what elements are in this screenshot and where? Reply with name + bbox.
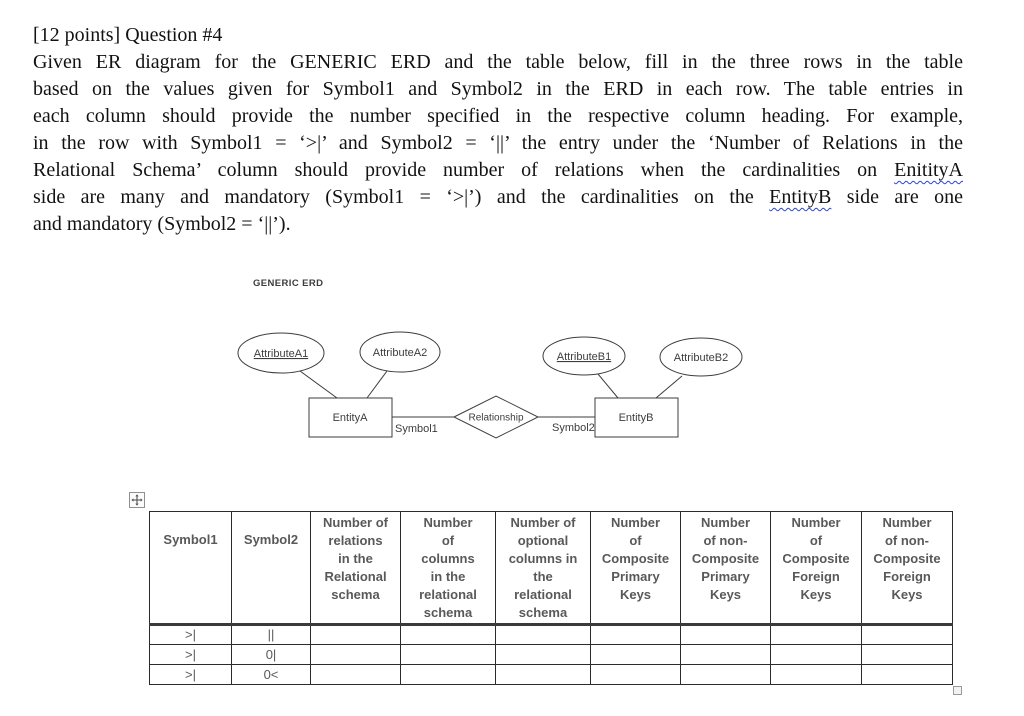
column-header: Number of optional columns in the relati… (495, 511, 591, 626)
answer-cell[interactable] (310, 644, 401, 665)
symbol-cell: 0< (231, 664, 311, 685)
answer-cell[interactable] (590, 644, 681, 665)
paragraph-line: in the row with Symbol1 = ‘>|’ and Symbo… (33, 130, 963, 157)
paragraph-text: Relational Schema’ column should provide… (33, 159, 895, 181)
symbol1-line-label: Symbol1 (395, 423, 438, 435)
answer-cell[interactable] (770, 664, 862, 685)
answer-cell[interactable] (400, 624, 496, 645)
entity-b-label: EntityB (619, 412, 654, 424)
erd-line-b1 (597, 373, 619, 399)
answer-cell[interactable] (400, 664, 496, 685)
spellcheck-flagged-word: EnitityA (894, 159, 963, 181)
erd-line-b2 (655, 375, 683, 399)
attribute-b2-label: AttributeB2 (674, 352, 728, 364)
erd-canvas: GENERIC ERD AttributeA1 AttributeA2 Attr… (237, 278, 743, 439)
symbol-cell: >| (149, 664, 232, 685)
paragraph-line: and mandatory (Symbol2 = ‘||’). (33, 211, 963, 238)
paragraph-text: [12 points] Question #4 (33, 24, 223, 46)
table-row: >||| (149, 624, 953, 645)
column-header: Number of relations in the Relational sc… (310, 511, 401, 626)
answer-cell[interactable] (400, 644, 496, 665)
attribute-b2-ellipse (659, 337, 743, 377)
attribute-a1-label: AttributeA1 (254, 348, 308, 360)
symbol-cell: >| (149, 644, 232, 665)
symbol-cell: >| (149, 624, 232, 645)
answer-cell[interactable] (680, 664, 771, 685)
entity-a-box (308, 397, 393, 438)
answer-cell[interactable] (680, 644, 771, 665)
attribute-b1-ellipse (542, 336, 626, 376)
attribute-b1-label: AttributeB1 (557, 351, 611, 363)
paragraph-line: Relational Schema’ column should provide… (33, 157, 963, 184)
paragraph-text: and mandatory (Symbol2 = ‘||’). (33, 213, 291, 235)
answer-cell[interactable] (590, 624, 681, 645)
table-row: >|0< (149, 664, 953, 685)
answer-cell[interactable] (680, 624, 771, 645)
column-header: Symbol2 (231, 511, 311, 626)
table-row: >|0| (149, 644, 953, 665)
table-body: >|||>|0|>|0< (149, 624, 953, 685)
answer-cell[interactable] (861, 624, 953, 645)
erd-line-a2 (366, 370, 388, 399)
symbol-cell: || (231, 624, 311, 645)
table-resize-handle[interactable] (953, 686, 962, 695)
paragraph-text: in the row with Symbol1 = ‘>|’ and Symbo… (33, 132, 963, 154)
erd-line-a1 (299, 370, 338, 399)
paragraph-text: side are one (831, 186, 963, 208)
paragraph-text: based on the values given for Symbol1 an… (33, 78, 963, 100)
paragraph-line: based on the values given for Symbol1 an… (33, 76, 963, 103)
answer-cell[interactable] (770, 624, 862, 645)
entity-a-label: EntityA (333, 412, 369, 424)
answer-cell[interactable] (310, 664, 401, 685)
question-text: [12 points] Question #4 Given ER diagram … (33, 22, 963, 238)
paragraph-line: side are many and mandatory (Symbol1 = ‘… (33, 184, 963, 211)
answer-cell[interactable] (770, 644, 862, 665)
symbol2-line-label: Symbol2 (552, 422, 595, 434)
answer-cell[interactable] (861, 644, 953, 665)
erd-figure: GENERIC ERD AttributeA1 AttributeA2 Attr… (230, 265, 750, 465)
spellcheck-flagged-word: EntityB (769, 186, 832, 208)
answer-cell[interactable] (495, 664, 591, 685)
column-header: Number of non- Composite Foreign Keys (861, 511, 953, 626)
paragraph-line: [12 points] Question #4 (33, 22, 963, 49)
column-header: Number of non- Composite Primary Keys (680, 511, 771, 626)
paragraph-text: Given ER diagram for the GENERIC ERD and… (33, 51, 963, 73)
answer-cell[interactable] (590, 664, 681, 685)
move-icon (131, 494, 143, 506)
attribute-a2-label: AttributeA2 (373, 347, 427, 359)
answer-cell[interactable] (495, 644, 591, 665)
paragraph-line: each column should provide the number sp… (33, 103, 963, 130)
relationship-diamond (452, 395, 540, 439)
answer-cell[interactable] (861, 664, 953, 685)
attribute-a1-ellipse (237, 332, 325, 374)
column-header: Number of columns in the relational sche… (400, 511, 496, 626)
column-header: Number of Composite Foreign Keys (770, 511, 862, 626)
paragraph-text: side are many and mandatory (Symbol1 = ‘… (33, 186, 770, 208)
column-header: Number of Composite Primary Keys (590, 511, 681, 626)
symbol-cell: 0| (231, 644, 311, 665)
paragraph-line: Given ER diagram for the GENERIC ERD and… (33, 49, 963, 76)
attribute-a2-ellipse (359, 331, 441, 373)
answer-cell[interactable] (495, 624, 591, 645)
erd-title: GENERIC ERD (253, 278, 323, 289)
paragraph-text: each column should provide the number sp… (33, 105, 963, 127)
answer-cell[interactable] (310, 624, 401, 645)
entity-b-box (594, 397, 679, 438)
table-move-handle[interactable] (129, 492, 145, 508)
column-header: Symbol1 (149, 511, 232, 626)
relationship-label: Relationship (468, 413, 523, 424)
